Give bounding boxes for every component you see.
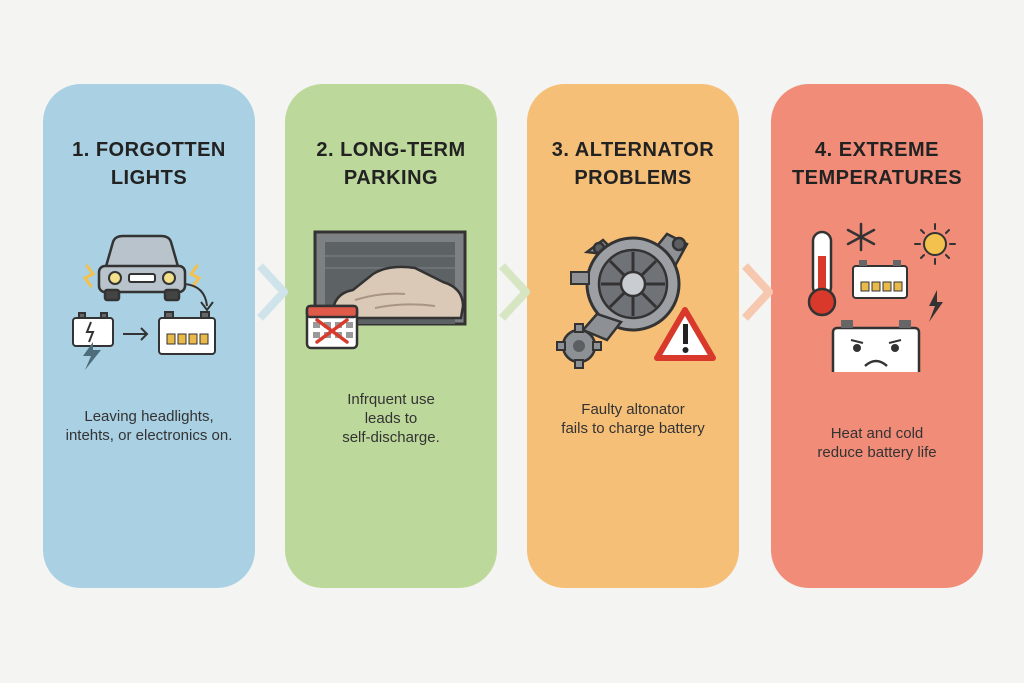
car-headlights-battery-icon bbox=[72, 234, 216, 370]
panel-title-line-1: 4. EXTREME bbox=[815, 139, 939, 161]
thermometer-sad-battery-icon bbox=[807, 222, 956, 372]
snowflake-icon bbox=[846, 222, 876, 252]
alternator-warning-icon bbox=[556, 232, 716, 369]
garage-covered-car-calendar-icon bbox=[305, 230, 467, 350]
chevron-right-icon bbox=[257, 263, 288, 321]
desc-line-2: leads to bbox=[364, 410, 418, 427]
panel-description: Faulty altonator fails to charge battery bbox=[533, 400, 733, 438]
panel-title-line-1: 1. FORGOTTEN bbox=[72, 139, 226, 161]
desc-line-1: Faulty altonator bbox=[581, 401, 685, 418]
panel-title-line-2: TEMPERATURES bbox=[791, 167, 963, 189]
desc-line-1: Infrquent use bbox=[347, 391, 435, 408]
panel-title: 3. ALTERNATOR PROBLEMS bbox=[527, 136, 739, 192]
panel-alternator-problems: 3. ALTERNATOR PROBLEMS bbox=[527, 84, 739, 588]
panel-title-line-1: 2. LONG-TERM bbox=[316, 139, 466, 161]
panel-title-line-2: LIGHTS bbox=[110, 167, 188, 189]
desc-line-3: self-discharge. bbox=[342, 429, 440, 446]
chevron-right-icon bbox=[742, 263, 773, 321]
panel-extreme-temperatures: 4. EXTREME TEMPERATURES bbox=[771, 84, 983, 588]
desc-line-2: intehts, or electronics on. bbox=[65, 427, 233, 444]
panel-title-line-2: PROBLEMS bbox=[574, 167, 692, 189]
panel-description: Leaving headlights, intehts, or electron… bbox=[49, 407, 249, 445]
desc-line-2: reduce battery life bbox=[817, 444, 937, 461]
desc-line-1: Heat and cold bbox=[830, 425, 924, 442]
panel-title: 4. EXTREME TEMPERATURES bbox=[771, 136, 983, 192]
desc-line-2: fails to charge battery bbox=[561, 420, 705, 437]
panel-description: Infrquent use leads to self-discharge. bbox=[291, 390, 491, 447]
panel-description: Heat and cold reduce battery life bbox=[777, 424, 977, 462]
panel-title-line-1: 3. ALTERNATOR bbox=[551, 139, 715, 161]
panel-title-line-2: PARKING bbox=[343, 167, 439, 189]
panel-title: 1. FORGOTTEN LIGHTS bbox=[43, 136, 255, 192]
panel-forgotten-lights: 1. FORGOTTEN LIGHTS bbox=[43, 84, 255, 588]
panel-long-term-parking: 2. LONG-TERM PARKING Infrquent use leads… bbox=[285, 84, 497, 588]
chevron-right-icon bbox=[499, 263, 530, 321]
panel-title: 2. LONG-TERM PARKING bbox=[285, 136, 497, 192]
desc-line-1: Leaving headlights, bbox=[84, 408, 214, 425]
